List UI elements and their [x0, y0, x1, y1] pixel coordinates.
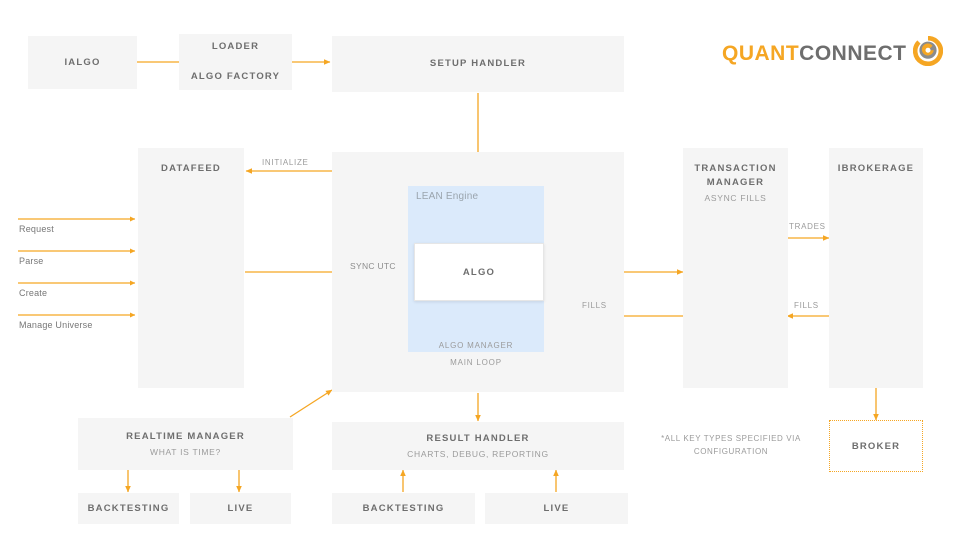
box-result-live[interactable]: LIVE	[485, 493, 628, 524]
logo-text-quant: QUANT	[722, 41, 800, 65]
box-transaction-manager-sub: ASYNC FILLS	[704, 192, 767, 203]
box-realtime-manager[interactable]: REALTIME MANAGER WHAT IS TIME?	[78, 418, 293, 470]
box-ialgo-title: IALGO	[64, 56, 101, 68]
box-transaction-manager-title: TRANSACTION MANAGER	[694, 163, 777, 188]
box-broker[interactable]: BROKER	[829, 420, 923, 472]
box-result-live-title: LIVE	[543, 502, 570, 514]
box-setup-handler-title: SETUP HANDLER	[429, 58, 527, 70]
logo-text-connect: CONNECT	[799, 41, 907, 65]
box-setup-handler[interactable]: SETUP HANDLER	[332, 36, 624, 92]
box-result-handler-sub: CHARTS, DEBUG, REPORTING	[407, 448, 549, 459]
quantconnect-circle-icon	[912, 35, 943, 71]
box-realtime-live-title: LIVE	[227, 502, 254, 514]
label-fills-brokerage: FILLS	[794, 301, 819, 310]
box-realtime-manager-sub: WHAT IS TIME?	[150, 446, 221, 457]
label-initialize: INITIALIZE	[262, 158, 309, 167]
box-datafeed[interactable]: DATAFEED	[138, 148, 244, 388]
box-realtime-live[interactable]: LIVE	[190, 493, 291, 524]
label-fills-engine: FILLS	[582, 301, 607, 310]
input-label-create: Create	[19, 288, 48, 298]
input-label-request: Request	[19, 224, 54, 234]
box-ibrokerage-title: IBROKERAGE	[837, 163, 915, 174]
footnote-key-types: *ALL KEY TYPES SPECIFIED VIA CONFIGURATI…	[661, 434, 801, 456]
box-result-backtesting-title: BACKTESTING	[362, 502, 445, 514]
box-realtime-backtesting-title: BACKTESTING	[87, 502, 170, 514]
box-algo-factory-title: ALGO FACTORY	[190, 71, 281, 83]
label-trades: TRADES	[789, 222, 826, 231]
box-ialgo[interactable]: IALGO	[28, 36, 137, 89]
main-loop-label: MAIN LOOP	[450, 358, 502, 367]
box-datafeed-title: DATAFEED	[161, 163, 221, 174]
box-result-backtesting[interactable]: BACKTESTING	[332, 493, 475, 524]
algo-manager-label: ALGO MANAGER	[438, 341, 514, 350]
lean-engine-label: LEAN Engine	[416, 191, 479, 202]
input-label-manage-universe: Manage Universe	[19, 320, 93, 330]
box-result-handler-title: RESULT HANDLER	[426, 432, 530, 444]
box-ibrokerage[interactable]: IBROKERAGE	[829, 148, 923, 388]
sync-utc-label: SYNC UTC	[348, 261, 398, 271]
box-transaction-manager[interactable]: TRANSACTION MANAGER ASYNC FILLS	[683, 148, 788, 388]
input-label-parse: Parse	[19, 256, 44, 266]
box-realtime-backtesting[interactable]: BACKTESTING	[78, 493, 179, 524]
arrow-realtime-to-engine	[289, 389, 333, 418]
box-realtime-manager-title: REALTIME MANAGER	[126, 430, 245, 442]
box-loader-title: LOADER	[211, 41, 260, 52]
box-result-handler[interactable]: RESULT HANDLER CHARTS, DEBUG, REPORTING	[332, 422, 624, 470]
box-algo[interactable]: ALGO	[414, 243, 544, 301]
box-broker-title: BROKER	[851, 440, 901, 452]
box-loader[interactable]: LOADER ALGO FACTORY	[179, 34, 292, 90]
box-algo-title: ALGO	[462, 266, 496, 278]
